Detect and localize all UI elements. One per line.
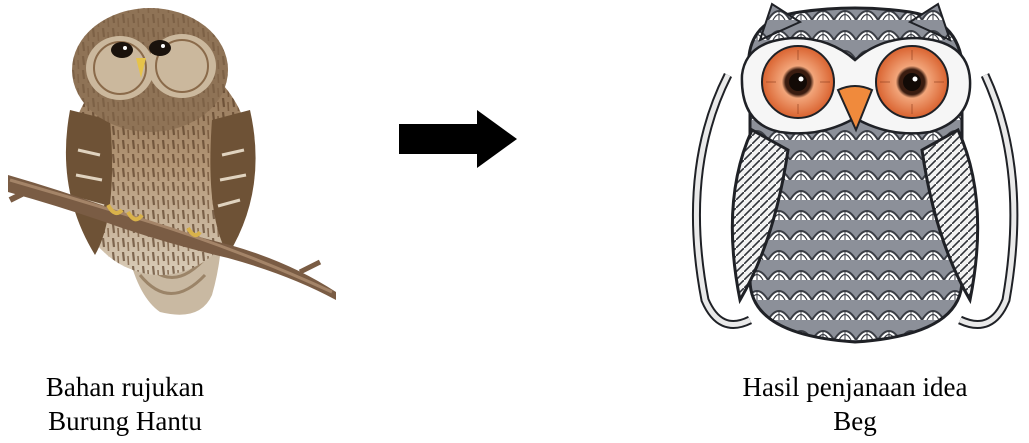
result-caption-line1: Hasil penjanaan idea [715,370,995,404]
result-caption: Hasil penjanaan idea Beg [715,370,995,438]
reference-caption-line1: Bahan rujukan [10,370,240,404]
owl-on-branch-image [0,0,340,340]
reference-caption-line2: Burung Hantu [10,404,240,438]
owl-backpack-image [680,0,1029,350]
right-arrow-icon [395,108,520,170]
reference-caption: Bahan rujukan Burung Hantu [10,370,240,438]
result-caption-line2: Beg [715,404,995,438]
